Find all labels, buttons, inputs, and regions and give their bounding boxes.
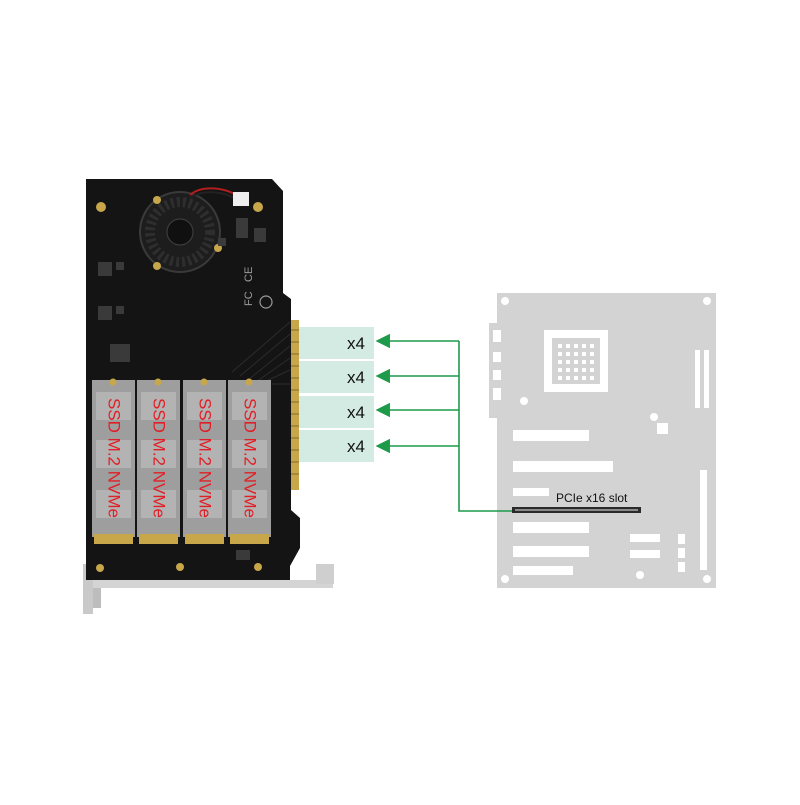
ssd-module: SSD M.2 NVMe bbox=[183, 378, 226, 544]
card-mounting-holes bbox=[96, 202, 263, 572]
lane-box bbox=[299, 361, 374, 393]
lane-box bbox=[299, 430, 374, 462]
connection-lines bbox=[458, 341, 512, 512]
board-components bbox=[657, 423, 707, 572]
lane-label: x4 bbox=[347, 334, 365, 353]
card-components bbox=[98, 218, 266, 560]
lane-indicator: x4 bbox=[299, 361, 459, 393]
cpu-socket bbox=[544, 330, 608, 392]
ssd-screw bbox=[200, 378, 208, 386]
fc-mark: FC bbox=[243, 291, 255, 306]
expansion-slots bbox=[513, 430, 660, 575]
ssd-screw bbox=[109, 378, 117, 386]
lane-indicator: x4 bbox=[299, 327, 459, 359]
ssd-label: SSD M.2 NVMe bbox=[150, 398, 169, 518]
cooling-fan bbox=[139, 191, 222, 273]
lane-indicator: x4 bbox=[299, 430, 459, 462]
lane-label: x4 bbox=[347, 437, 365, 456]
ssd-label: SSD M.2 NVMe bbox=[196, 398, 215, 518]
m2-connector bbox=[94, 534, 133, 544]
ce-mark: CE bbox=[243, 267, 255, 282]
certification-marks: CE FC bbox=[243, 267, 273, 309]
weee-icon bbox=[259, 295, 273, 309]
pcie-edge-connector bbox=[291, 320, 299, 490]
lane-box bbox=[299, 396, 374, 428]
pcb-traces bbox=[231, 321, 291, 385]
ssd-module: SSD M.2 NVMe bbox=[228, 378, 271, 544]
ssd-label: SSD M.2 NVMe bbox=[241, 398, 260, 518]
lane-indicators: x4 x4 x4 x4 bbox=[299, 327, 459, 462]
lane-label: x4 bbox=[347, 368, 365, 387]
ram-slots bbox=[695, 350, 709, 408]
ssd-module: SSD M.2 NVMe bbox=[137, 378, 180, 544]
lane-indicator: x4 bbox=[299, 396, 459, 428]
motherboard-mounting-holes bbox=[501, 297, 711, 583]
ssd-screw bbox=[154, 378, 162, 386]
lane-box bbox=[299, 327, 374, 359]
ssd-modules: SSD M.2 NVMe SSD M.2 NVMe SSD M.2 NVMe SSD … bbox=[92, 378, 271, 544]
ssd-label: SSD M.2 NVMe bbox=[105, 398, 124, 518]
fan-connector bbox=[189, 187, 249, 206]
pci-bracket bbox=[83, 564, 334, 614]
ssd-module: SSD M.2 NVMe bbox=[92, 378, 135, 544]
m2-connector bbox=[230, 534, 269, 544]
green-bus-line bbox=[458, 341, 512, 512]
ssd-screw bbox=[245, 378, 253, 386]
m2-connector bbox=[185, 534, 224, 544]
m2-connector bbox=[139, 534, 178, 544]
rear-io-ports bbox=[493, 330, 501, 400]
pcie-slot-label: PCIe x16 slot bbox=[556, 491, 628, 505]
lane-label: x4 bbox=[347, 403, 365, 422]
motherboard: PCIe x16 slot bbox=[489, 293, 716, 588]
